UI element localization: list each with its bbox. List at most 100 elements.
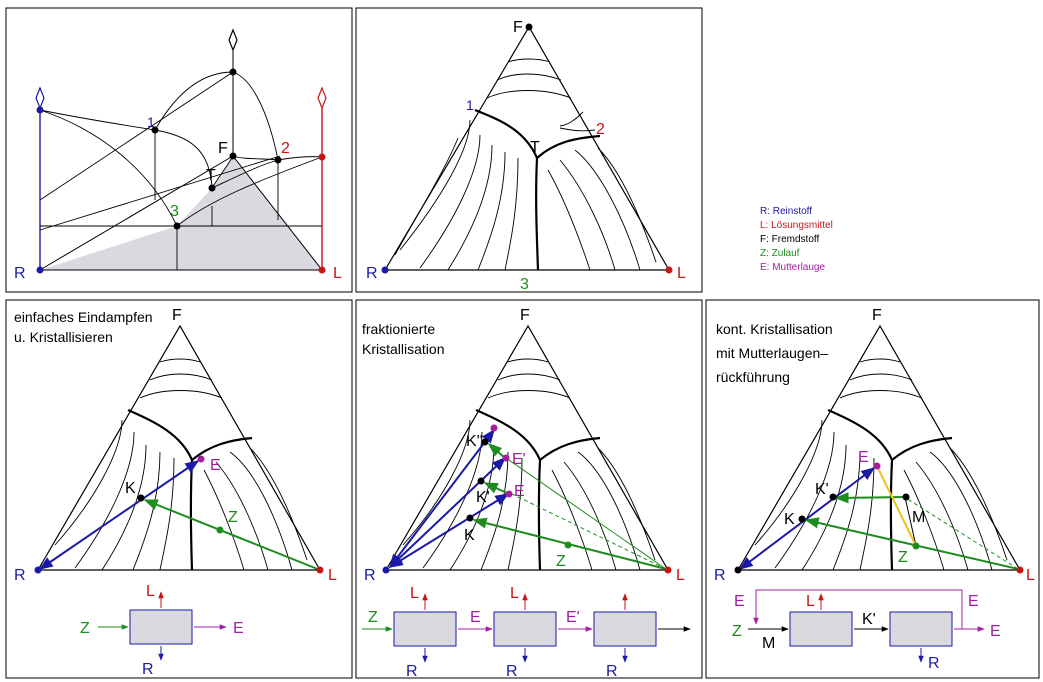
t-label-r: R [366, 265, 378, 282]
t-pt-f [525, 23, 533, 31]
p5-box-1 [789, 611, 853, 647]
p4-box-2 [493, 611, 557, 647]
p4-flow-label-r3: R [606, 663, 618, 680]
p5-flow-recycle [753, 589, 963, 629]
panel2-frame [355, 7, 703, 293]
p3-label-e: E [210, 457, 221, 474]
p3-iso-7 [132, 451, 161, 571]
p5-pt-k1 [829, 493, 837, 501]
curve-r3 [39, 109, 178, 227]
p5-label-k: K [784, 511, 795, 528]
p3-pt-e [197, 455, 205, 463]
guide-3 [39, 155, 281, 231]
p4-flow-label-z: Z [368, 609, 378, 626]
label-3: 3 [170, 203, 179, 220]
p4-iso-2 [497, 373, 561, 381]
p5-pt-e [873, 462, 881, 470]
p3-pt-r [34, 566, 42, 574]
p4-title-2: Kristallisation [362, 341, 444, 357]
boundary-t3 [535, 157, 540, 271]
p3-triangle [36, 324, 322, 571]
p4-label-f: F [520, 307, 530, 324]
legend-z: Z: Zulauf [760, 248, 800, 259]
p3-r-e-line [38, 460, 200, 570]
panel-ternary-diagram: F R L T 1 2 3 [355, 7, 703, 293]
p5-label-r: R [714, 567, 726, 584]
curve-top [154, 71, 279, 161]
p5-iso-9 [903, 469, 945, 571]
t-pt-l [665, 266, 673, 274]
curve-f2 [232, 155, 279, 161]
iso-r5 [559, 111, 584, 127]
legend-f: F: Fremdstoff [760, 234, 819, 245]
p4-boundary-2 [539, 436, 601, 461]
p5-iso-1 [859, 358, 901, 363]
p4-box-1 [393, 611, 457, 647]
p4-label-e1: E' [512, 451, 526, 468]
ternary-triangle [383, 25, 671, 271]
p5-boundary-2 [891, 436, 953, 461]
p5-pt-k [798, 515, 806, 523]
p5-flow-label-z: Z [732, 623, 742, 640]
t-label-f: F [513, 19, 523, 36]
t-pt-r [381, 266, 389, 274]
p4-flow-label-e1: E' [566, 609, 580, 626]
panel-prism-diagram: R L F T 1 2 3 [5, 7, 353, 293]
p5-box-2 [889, 611, 953, 647]
iso-r4 [597, 147, 657, 263]
label-2: 2 [281, 140, 290, 157]
p5-iso-8 [859, 457, 875, 571]
p5-boundary-1 [827, 408, 894, 461]
p3-iso-5 [74, 431, 135, 569]
t-label-3: 3 [520, 276, 529, 293]
p3-iso-8 [159, 457, 175, 571]
p3-iso-3 [139, 390, 223, 399]
p4-label-z: Z [556, 553, 566, 570]
p4-iso-9 [551, 469, 593, 571]
pt-2 [274, 156, 282, 164]
p5-flow-label-r: R [928, 655, 940, 672]
label-1: 1 [147, 114, 155, 130]
legend: R: Reinstoff L: Lösungsmittel F: Fremdst… [760, 206, 833, 273]
legend-e: E: Mutterlauge [760, 262, 825, 273]
p4-flow-label-e: E [470, 609, 481, 626]
p4-flow-label-r1: R [406, 663, 418, 680]
label-t: T [206, 167, 216, 184]
p3-pt-l [316, 566, 324, 574]
p4-pt-k [466, 514, 474, 522]
p5-title-2: mit Mutterlaugen– [716, 345, 828, 361]
p3-label-f: F [172, 307, 182, 324]
p4-pt-k2 [481, 438, 489, 446]
p5-iso-7 [832, 451, 861, 571]
p3-iso-10 [215, 461, 269, 571]
label-l: L [333, 265, 342, 282]
iso-f3 [486, 90, 572, 99]
p4-label-r: R [364, 567, 376, 584]
iso-r1 [547, 169, 591, 271]
p3-iso-2 [149, 373, 213, 381]
p3-iso-12 [249, 447, 308, 561]
p4-line-2 [505, 457, 667, 570]
iso-f2 [496, 73, 562, 81]
p5-pt-z [912, 542, 920, 550]
pt-r [36, 266, 44, 274]
p4-label-e: E [514, 483, 525, 500]
p3-label-k: K [125, 480, 136, 497]
p5-iso-11 [929, 451, 993, 571]
p4-iso-5 [422, 431, 483, 569]
p4-boundary-1 [475, 408, 542, 461]
p3-pt-z [216, 526, 224, 534]
p5-label-l: L [1026, 567, 1035, 584]
pt-r-top [36, 106, 44, 114]
p5-iso-10 [915, 461, 969, 571]
panel-simple-evaporation: einfaches Eindampfen u. Kristallisieren … [5, 299, 353, 679]
iso-l2 [419, 134, 481, 269]
legend-r: R: Reinstoff [760, 206, 812, 217]
p3-iso-9 [203, 469, 245, 571]
p3-iso-11 [229, 451, 293, 571]
p4-dash-1 [511, 493, 667, 570]
p5-iso-3 [839, 390, 923, 399]
p5-title-1: kont. Kristallisation [716, 321, 833, 337]
p3-boundary-2 [191, 436, 253, 461]
p3-label-z: Z [228, 509, 238, 526]
